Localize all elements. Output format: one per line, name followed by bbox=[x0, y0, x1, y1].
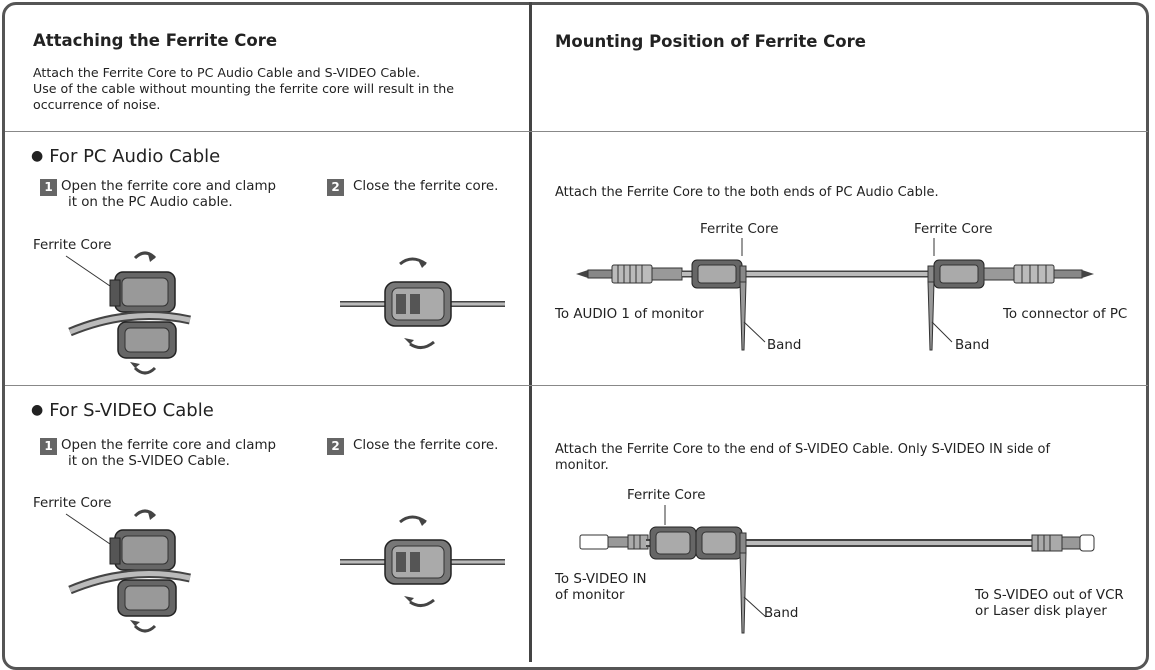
closed-ferrite-core-illustration bbox=[340, 257, 505, 349]
attaching-title: Attaching the Ferrite Core bbox=[33, 31, 278, 50]
open-ferrite-core-illustration bbox=[65, 509, 191, 633]
step-1-badge: 1 bbox=[40, 179, 57, 196]
pc-audio-section-label: For PC Audio Cable bbox=[49, 146, 221, 167]
svideo-section-label: For S-VIDEO Cable bbox=[49, 400, 214, 421]
step-1-badge: 1 bbox=[40, 438, 57, 455]
sv-step-1-line-2: it on the S-VIDEO Cable. bbox=[68, 454, 230, 469]
step-2-badge: 2 bbox=[327, 179, 344, 196]
pc-audio-section-heading: ● For PC Audio Cable bbox=[31, 146, 220, 167]
bullet-icon: ● bbox=[31, 148, 44, 164]
sv-core-label: Ferrite Core bbox=[627, 488, 706, 503]
sv-band-label: Band bbox=[764, 606, 799, 621]
open-ferrite-core-illustration bbox=[65, 251, 191, 375]
pc-core-label-right: Ferrite Core bbox=[914, 222, 993, 237]
column-divider bbox=[529, 2, 532, 662]
closed-ferrite-core-illustration bbox=[340, 515, 505, 607]
pc-ferrite-core-label: Ferrite Core bbox=[33, 238, 112, 253]
pc-step-2-text: Close the ferrite core. bbox=[353, 179, 499, 194]
pc-to-audio1-label: To AUDIO 1 of monitor bbox=[555, 307, 704, 322]
sv-ferrite-core-label: Ferrite Core bbox=[33, 496, 112, 511]
step-2-badge: 2 bbox=[327, 438, 344, 455]
bullet-icon: ● bbox=[31, 402, 44, 418]
pc-audio-cable-diagram bbox=[576, 238, 1094, 351]
svideo-section-heading: ● For S-VIDEO Cable bbox=[31, 400, 214, 421]
intro-line-2: Use of the cable without mounting the fe… bbox=[33, 81, 454, 96]
sv-step-1-line-1: Open the ferrite core and clamp bbox=[61, 438, 276, 453]
pc-step-1-line-1: Open the ferrite core and clamp bbox=[61, 179, 276, 194]
pc-audio-description: Attach the Ferrite Core to the both ends… bbox=[555, 185, 939, 200]
pc-step-1-line-2: it on the PC Audio cable. bbox=[68, 195, 233, 210]
sv-to-out-label-1: To S-VIDEO out of VCR bbox=[975, 588, 1124, 603]
sv-to-in-label-2: of monitor bbox=[555, 588, 625, 603]
row-divider-middle bbox=[5, 385, 1148, 386]
pc-core-label-left: Ferrite Core bbox=[700, 222, 779, 237]
pc-band-label-left: Band bbox=[767, 338, 802, 353]
intro-line-1: Attach the Ferrite Core to PC Audio Cabl… bbox=[33, 65, 421, 80]
intro-line-3: occurrence of noise. bbox=[33, 97, 161, 112]
row-divider-top bbox=[5, 131, 1148, 132]
sv-description-line-1: Attach the Ferrite Core to the end of S-… bbox=[555, 442, 1051, 457]
pc-to-connector-label: To connector of PC bbox=[1003, 307, 1128, 322]
svideo-cable-diagram bbox=[579, 505, 1095, 634]
sv-to-in-label-1: To S-VIDEO IN bbox=[555, 572, 647, 587]
pc-band-label-right: Band bbox=[955, 338, 990, 353]
sv-to-out-label-2: or Laser disk player bbox=[975, 604, 1107, 619]
sv-step-2-text: Close the ferrite core. bbox=[353, 438, 499, 453]
mounting-title: Mounting Position of Ferrite Core bbox=[555, 32, 866, 51]
sv-description-line-2: monitor. bbox=[555, 458, 609, 473]
